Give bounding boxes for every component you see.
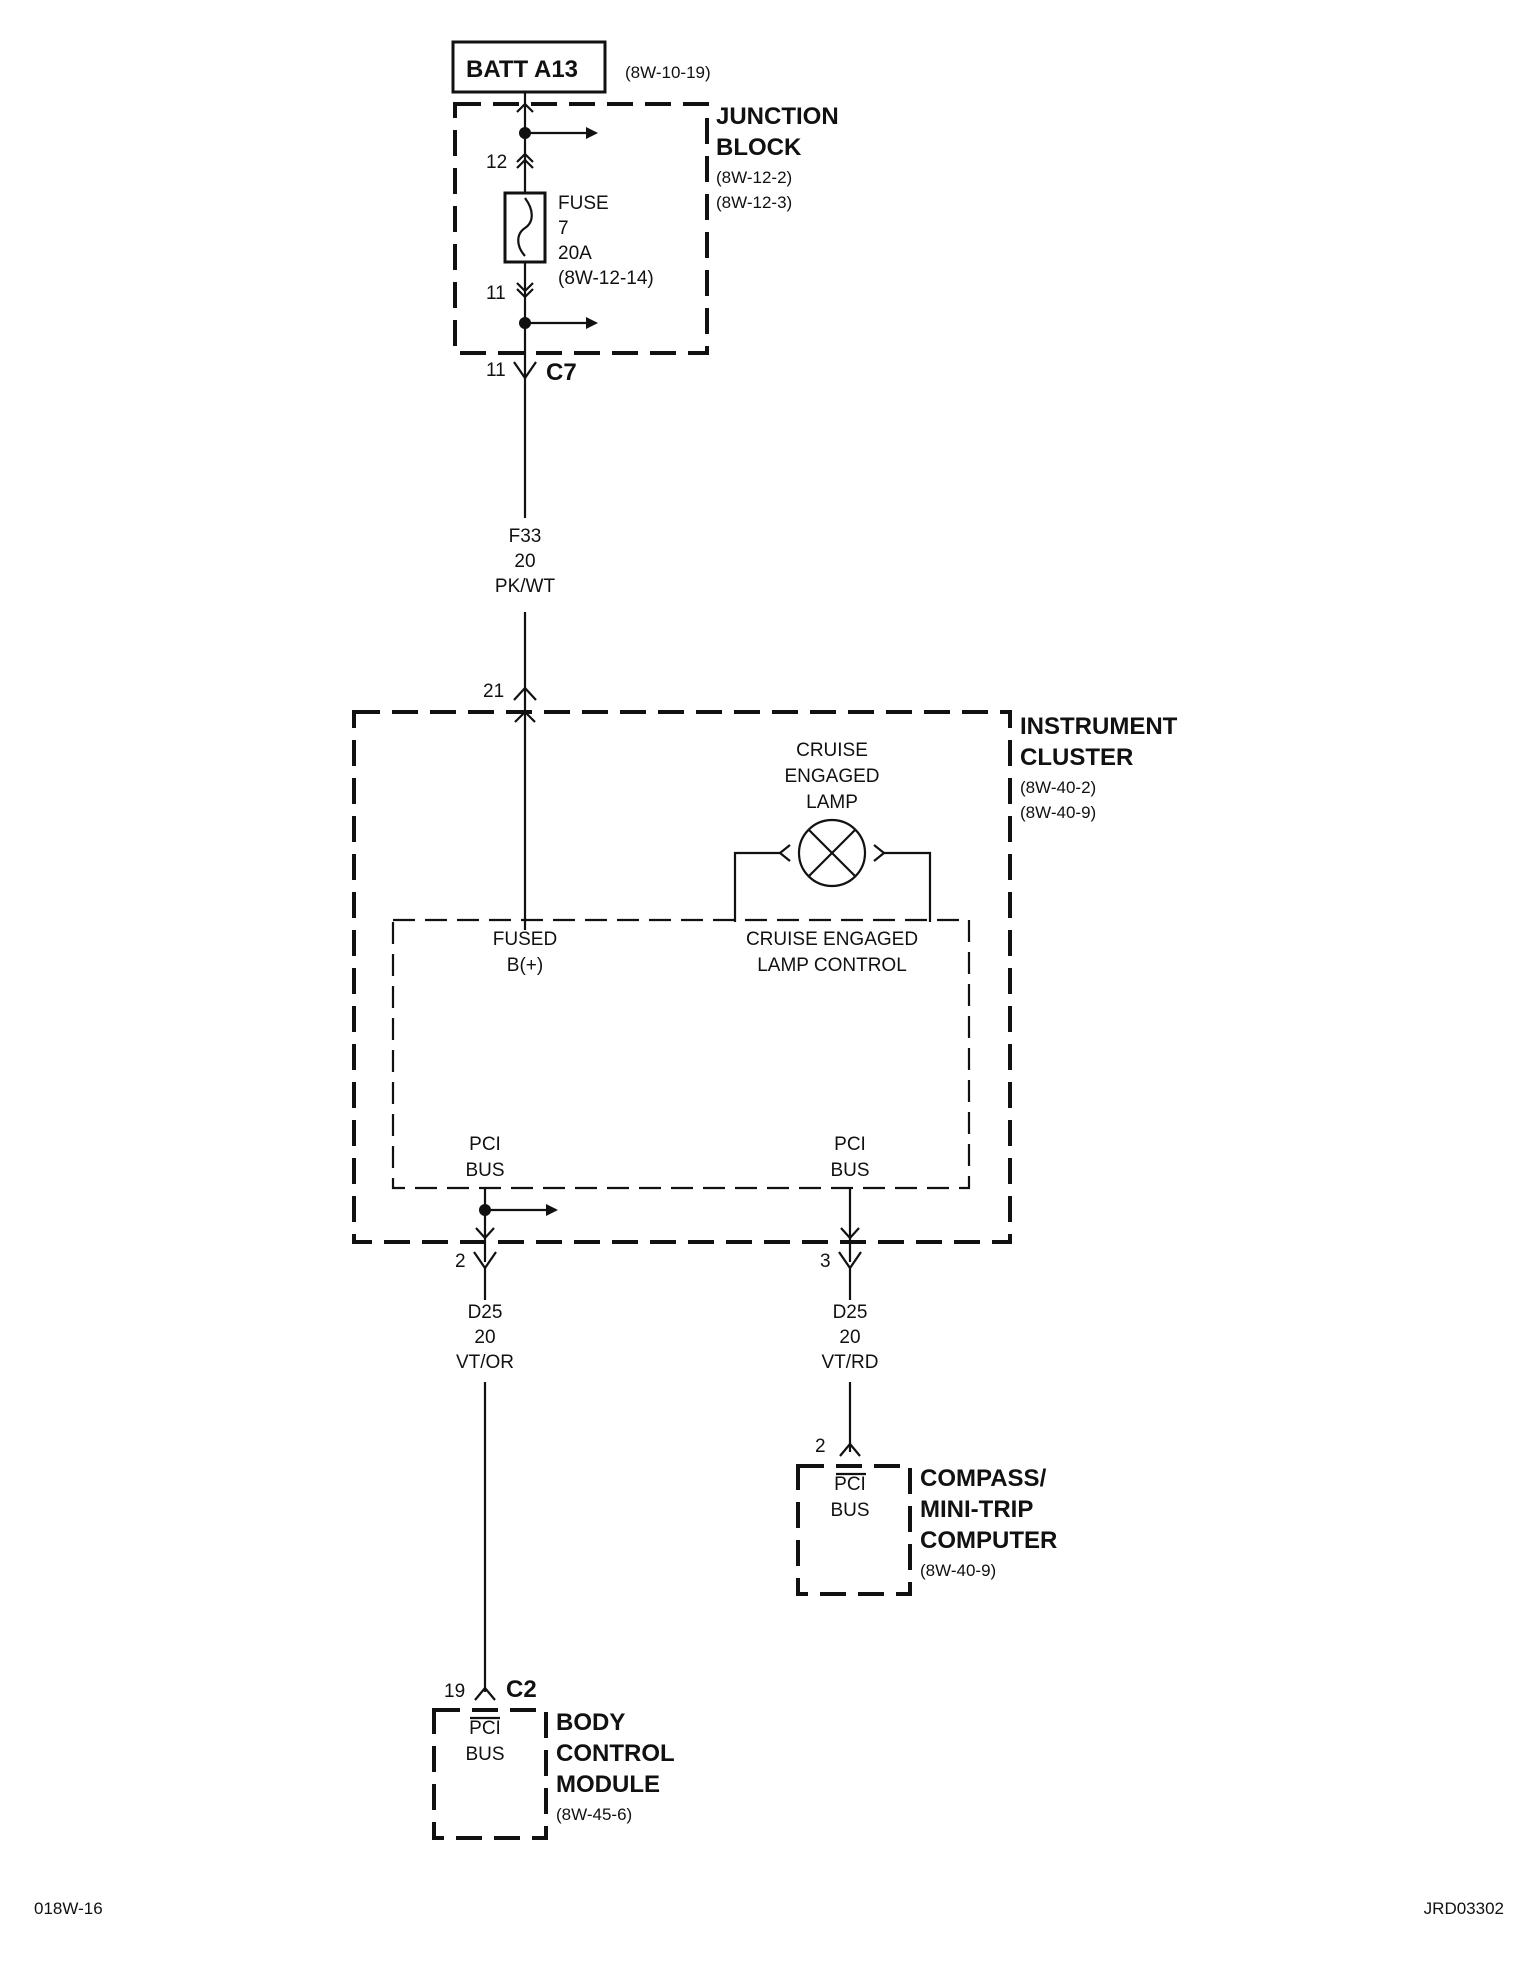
compass-pci-label-2: BUS <box>830 1500 869 1521</box>
pin-21-connector-symbol <box>513 686 537 701</box>
batt-ref: (8W-10-19) <box>625 63 711 82</box>
footer-right-code: JRD03302 <box>1424 1899 1504 1918</box>
d25-right-gauge: 20 <box>839 1327 860 1348</box>
instrument-cluster-title-2: CLUSTER <box>1020 744 1133 771</box>
cruise-lamp-bulb <box>797 818 867 888</box>
junction-block-title-2: BLOCK <box>716 134 802 161</box>
fuse-label-4: (8W-12-14) <box>558 268 654 289</box>
lamp-right-terminal <box>873 844 886 862</box>
cluster-inner-module-outline <box>391 918 971 1190</box>
d25-right-color: VT/RD <box>822 1352 879 1373</box>
lamp-wire-right <box>884 851 932 922</box>
compass-pin: 2 <box>815 1436 826 1457</box>
bcm-title-2: CONTROL <box>556 1740 675 1767</box>
f33-gauge: 20 <box>514 551 535 572</box>
fuse-pin-bottom: 11 <box>486 283 506 304</box>
fuse-label-3: 20A <box>558 243 592 264</box>
f33-circuit: F33 <box>509 526 542 547</box>
bcm-pci-label-2: BUS <box>465 1744 504 1765</box>
pci-right-exit-symbol <box>840 1227 860 1240</box>
instrument-cluster-outline <box>352 710 1012 1244</box>
compass-pci-label-1: PCI <box>834 1474 866 1495</box>
instrument-cluster-ref-2: (8W-40-9) <box>1020 803 1096 822</box>
batt-box <box>451 40 607 94</box>
pci-left-label-2: BUS <box>465 1160 504 1181</box>
junction-block-ref-1: (8W-12-2) <box>716 168 792 187</box>
fused-b-label-2: B(+) <box>507 955 543 976</box>
lamp-wire-left <box>733 851 780 922</box>
bcm-pin: 19 <box>444 1681 465 1702</box>
bcm-pci-label-1: PCI <box>469 1718 501 1739</box>
compass-title-3: COMPUTER <box>920 1527 1057 1554</box>
c7-name: C7 <box>546 359 577 386</box>
fuse-element-symbol <box>517 197 533 257</box>
d25-left-circuit: D25 <box>468 1302 503 1323</box>
junction-block-ref-2: (8W-12-3) <box>716 193 792 212</box>
junction-block-title-1: JUNCTION <box>716 103 839 130</box>
cruise-lamp-label-1: CRUISE <box>796 740 868 761</box>
bcm-title-3: MODULE <box>556 1771 660 1798</box>
bcm-title-1: BODY <box>556 1709 625 1736</box>
f33-color: PK/WT <box>495 576 556 597</box>
compass-module-outline <box>796 1464 912 1596</box>
pci-right-label-2: BUS <box>830 1160 869 1181</box>
bcm-module-outline <box>432 1708 548 1840</box>
compass-title-2: MINI-TRIP <box>920 1496 1033 1523</box>
cluster-pin-21: 21 <box>483 681 504 702</box>
d25-left-gauge: 20 <box>474 1327 495 1348</box>
fuse-label-1: FUSE <box>558 193 609 214</box>
lamp-cross-b <box>808 829 856 877</box>
bcm-connector: C2 <box>506 1676 537 1703</box>
batt-label: BATT A13 <box>466 56 578 83</box>
pci-left-pin: 2 <box>455 1251 466 1272</box>
pin-12-connector-symbol <box>516 152 534 169</box>
compass-ref: (8W-40-9) <box>920 1561 996 1580</box>
pci-right-pin: 3 <box>820 1251 831 1272</box>
compass-title-1: COMPASS/ <box>920 1465 1047 1492</box>
d25-left-color: VT/OR <box>456 1352 514 1373</box>
pci-right-label-1: PCI <box>834 1134 866 1155</box>
instrument-cluster-title-1: INSTRUMENT <box>1020 713 1178 740</box>
fuse-pin-top: 12 <box>486 152 507 173</box>
bcm-ref: (8W-45-6) <box>556 1805 632 1824</box>
fuse-label-2: 7 <box>558 218 569 239</box>
lamp-control-label-1: CRUISE ENGAGED <box>746 929 918 950</box>
d25-right-circuit: D25 <box>833 1302 868 1323</box>
lamp-control-label-2: LAMP CONTROL <box>757 955 907 976</box>
c7-pin: 11 <box>486 360 506 381</box>
junction-block-outline <box>453 102 709 355</box>
pci-left-exit-symbol <box>475 1227 495 1240</box>
pci-left-label-1: PCI <box>469 1134 501 1155</box>
pin-11-connector-symbol <box>516 282 534 299</box>
instrument-cluster-ref-1: (8W-40-2) <box>1020 778 1096 797</box>
lamp-left-terminal <box>778 844 791 862</box>
footer-left-code: 018W-16 <box>34 1899 103 1918</box>
compass-pin-connector-symbol <box>839 1442 861 1457</box>
cruise-lamp-label-3: LAMP <box>806 792 858 813</box>
bcm-pin-connector-symbol <box>474 1686 496 1701</box>
entry-connector-symbol <box>516 102 534 113</box>
cruise-lamp-label-2: ENGAGED <box>784 766 879 787</box>
fused-b-label-1: FUSED <box>493 929 557 950</box>
